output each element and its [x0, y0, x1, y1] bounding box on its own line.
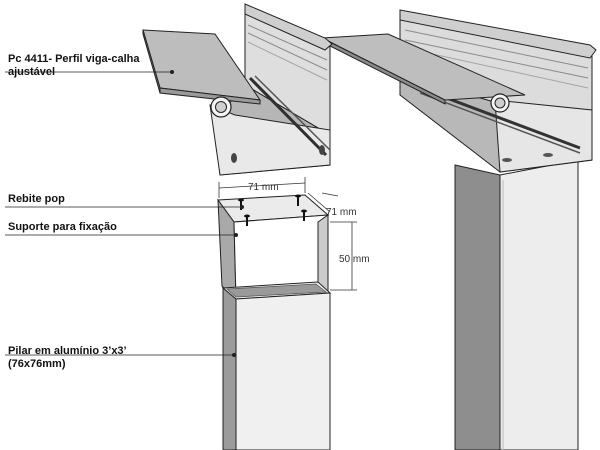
dimension-height: 50 mm [330, 221, 370, 291]
dimension-width-label: 71 mm [248, 182, 279, 193]
pillar-label: Pilar em alumínio 3’x3’ (76x76mm) [8, 345, 127, 371]
left-adjustable-plate [142, 29, 262, 118]
support-bracket [217, 194, 330, 302]
leader-lines [5, 70, 244, 357]
support-label: Suporte para fixação [8, 221, 117, 233]
rivet-label: Rebite pop [8, 193, 65, 205]
dimension-depth-label: 71 mm [326, 207, 357, 218]
pillar-label-line2: (76x76mm) [8, 358, 66, 370]
rivet-2 [295, 194, 301, 206]
dimension-height-label: 50 mm [339, 254, 370, 265]
short-pillar [221, 281, 332, 450]
pillar-label-line1: Pilar em alumínio 3’x3’ [8, 345, 127, 357]
profile-label-line2: ajustável [8, 66, 56, 78]
profile-label-line1: Pc 4411- Perfil viga-calha [8, 53, 140, 65]
dimension-depth: 71 mm [307, 192, 357, 218]
rivet-4 [301, 209, 307, 221]
right-pillar [454, 159, 579, 450]
dimension-width: 71 mm [218, 177, 306, 198]
rivet-3 [244, 214, 250, 226]
profile-label: Pc 4411- Perfil viga-calha ajustável [8, 53, 139, 79]
left-gutter-beam [209, 3, 333, 176]
right-adjustable-plate [320, 33, 526, 113]
